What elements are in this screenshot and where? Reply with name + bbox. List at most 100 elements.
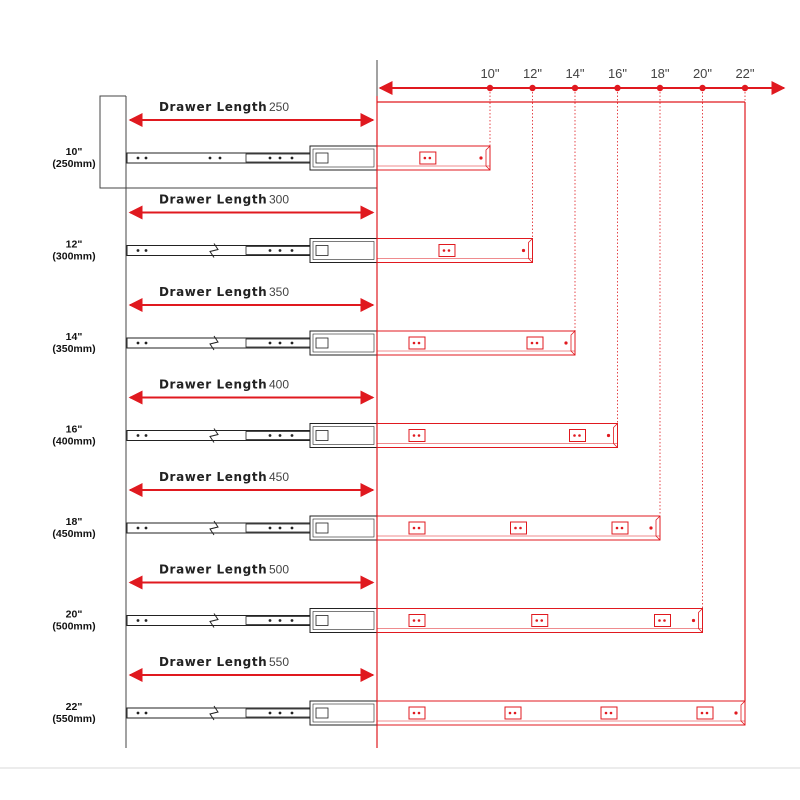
mount-clip	[408, 706, 426, 720]
rail-clip	[315, 430, 329, 441]
first-size-bracket	[99, 95, 377, 189]
mount-hole	[535, 619, 539, 622]
rail-hole	[268, 526, 272, 530]
rail-block-inner	[312, 518, 375, 538]
rail-hole	[144, 526, 148, 530]
slide-size-mm: (350mm)	[52, 343, 95, 355]
mount-hole	[412, 619, 416, 622]
drawer-length-value: 400	[269, 378, 289, 392]
extension-end-hole	[606, 433, 611, 438]
extension-end-hole	[649, 526, 653, 530]
rail-hole	[290, 711, 294, 715]
rail-hole	[290, 434, 294, 437]
scale-tick-label: 16"	[608, 66, 627, 81]
rail-hole	[268, 156, 272, 160]
mount-hole	[508, 711, 512, 715]
rail-hole	[268, 434, 272, 437]
extension-end-hole	[691, 618, 696, 623]
extension-end-cap	[570, 330, 576, 356]
scale-tick-dot	[486, 84, 494, 92]
drawer-length-value: 500	[269, 563, 289, 577]
mount-hole	[615, 526, 619, 530]
extension-end-cap	[740, 700, 746, 726]
rail-clip	[315, 615, 329, 626]
rail-clip	[315, 707, 329, 719]
drawer-length-value: 450	[269, 470, 289, 484]
drawer-length-value: 250	[269, 100, 289, 114]
extension-end-hole	[734, 711, 738, 715]
rail-hole	[268, 341, 272, 345]
mount-clip	[531, 614, 549, 627]
rail-block-inner	[312, 148, 375, 168]
rail-block	[309, 700, 378, 726]
mount-hole	[417, 711, 421, 715]
extension-end-cap	[528, 238, 533, 263]
rail-hole	[278, 156, 282, 160]
rail-block-inner	[312, 611, 375, 630]
rail-inner	[245, 523, 311, 533]
scale-tick-label: 14"	[565, 66, 584, 81]
rail-hole	[290, 341, 294, 345]
mount-hole	[412, 341, 416, 345]
rail-block-inner	[312, 426, 375, 445]
mount-hole	[573, 434, 576, 437]
rail-hole	[136, 434, 140, 437]
rail-hole	[278, 249, 282, 252]
extended-rail	[376, 92, 661, 541]
break-mark	[209, 705, 219, 721]
extension-body	[376, 700, 746, 726]
closed-rail	[126, 330, 378, 356]
rail-hole	[278, 711, 282, 715]
scale-tick-label: 10"	[480, 66, 499, 81]
drawer-length-label: Drawer Length	[159, 655, 267, 669]
rail-clip	[315, 152, 329, 164]
closed-rail	[126, 700, 378, 726]
rail-hole	[290, 249, 294, 252]
scale-tick-dot	[571, 84, 579, 92]
slide-size-inch: 16"	[66, 424, 83, 436]
mount-clip	[438, 244, 456, 257]
mount-clip	[408, 614, 426, 627]
extension-end-cap	[698, 608, 703, 633]
rail-hole	[144, 341, 148, 345]
rail-inner	[245, 616, 311, 625]
mount-hole	[417, 341, 421, 345]
slide-size-inch: 22"	[66, 701, 83, 713]
scale-tick-label: 22"	[735, 66, 754, 81]
rail-hole	[144, 619, 148, 622]
mount-hole	[417, 434, 421, 437]
rail-hole	[278, 434, 282, 437]
closed-rail	[126, 423, 378, 448]
scale-tick-dot	[699, 84, 706, 92]
rail-hole	[278, 341, 282, 345]
mount-hole	[578, 434, 581, 437]
mount-hole	[417, 526, 421, 530]
rail-hole	[290, 619, 294, 622]
drawer-length-label: Drawer Length	[159, 378, 267, 392]
rail-hole	[144, 156, 148, 160]
mount-hole	[412, 434, 416, 437]
extension-end-cap	[655, 515, 661, 541]
slide-size-mm: (250mm)	[52, 158, 95, 170]
mount-hole	[417, 619, 421, 622]
mount-hole	[513, 711, 517, 715]
mount-clip	[504, 706, 522, 720]
rail-block	[309, 515, 378, 541]
slide-size-mm: (400mm)	[52, 436, 95, 448]
rail-hole	[136, 526, 140, 530]
rail-hole	[136, 341, 140, 345]
rail-clip	[315, 245, 329, 256]
slide-size-inch: 18"	[66, 516, 83, 528]
extended-rail	[376, 92, 746, 726]
rail-hole	[290, 156, 294, 160]
closed-rail	[126, 608, 378, 633]
extended-rail	[376, 92, 703, 633]
rail-hole	[144, 711, 148, 715]
mount-hole	[658, 619, 661, 622]
extension-end-hole	[479, 156, 483, 160]
scale-tick-label: 12"	[523, 66, 542, 81]
